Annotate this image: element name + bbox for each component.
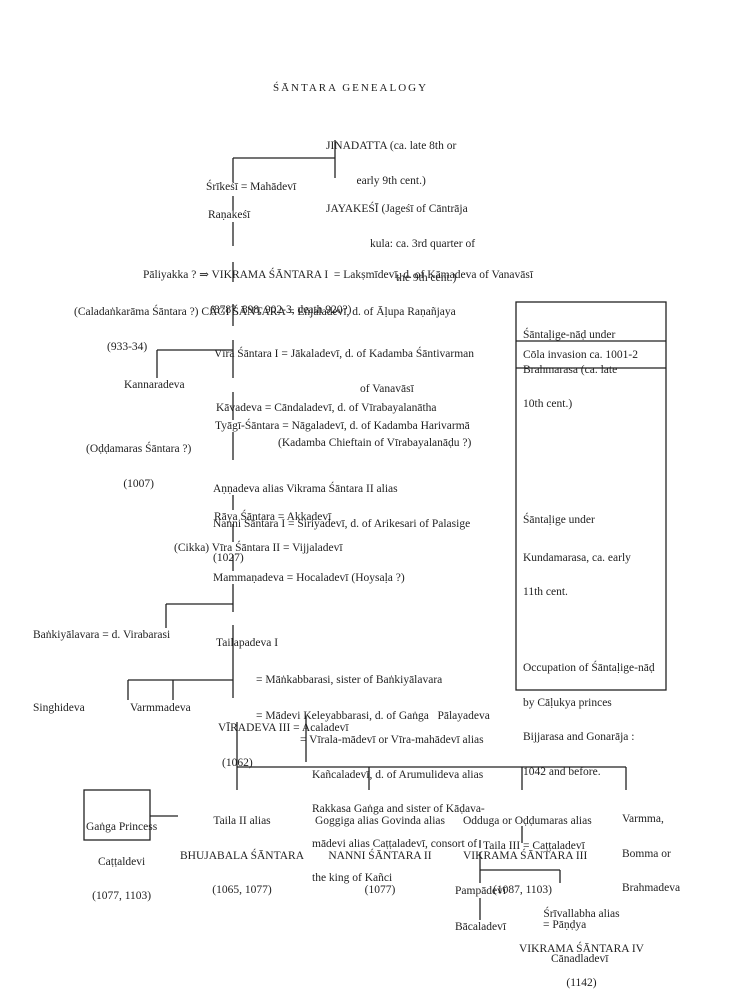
node-viradeva-3-line-6: mādevi alias Caṭṭaladevī, consort of (312, 837, 478, 850)
node-tailapadeva-1: Tailapadeva I = Māṅkabbarasi, sister of … (216, 615, 490, 734)
node-odduga-line-5: Cānadladevī (551, 953, 609, 965)
node-goggiga-line-1: Goggiga alias Govinda alias (315, 815, 445, 827)
node-vira-santara-1-line-2: of Vanavāsī (360, 382, 414, 395)
node-jinadatta-line-1: JINADATTA (ca. late 8th or (326, 140, 457, 152)
side-note-1-line-1: Śāntaḷige-nāḍ under (523, 329, 616, 341)
node-varmmadeva: Varmmadeva (130, 702, 191, 714)
node-annadeva-line-1: Aṇṇadeva alias Vikrama Śāntara II alias (213, 483, 398, 495)
node-srikesi: Śrīkeśī = Mahādevī (206, 181, 297, 193)
node-oddamaras-line-1: (Oḍḍamaras Śāntara ?) (86, 443, 192, 455)
node-cagi-santara-line-2: (933-34) (107, 340, 148, 353)
node-taila-2-line-3: (1065, 1077) (212, 884, 272, 896)
side-note-3-line-2: Kundamarasa, ca. early (523, 551, 631, 564)
side-note-brahmarasa: Śāntaḷige-nāḍ under Brahmarasa (ca. late… (523, 307, 617, 422)
node-viradeva-3-line-7: the king of Kañci (312, 872, 393, 884)
node-kavadeva-line-2: (Kadamba Chieftain of Vīrabayalanāḍu ?) (278, 436, 472, 449)
node-varmma-line-1: Varmma, (622, 813, 664, 825)
node-ganga-princess: Gaṅga Princess Caṭṭaldevi (1077, 1103) (86, 799, 157, 914)
side-note-calukya-occupation: Occupation of Śāntaḷige-nāḍ by Cāḷukya p… (523, 640, 655, 790)
node-jayakesi-line-3: the 9th cent.) (396, 272, 457, 284)
node-tailapadeva-line-3: = Mādevi Keleyabbarasi, d. of Gaṅga Pāla… (256, 710, 490, 722)
node-jinadatta-line-2: early 9th cent.) (356, 174, 426, 187)
side-note-kundamarasa: Śāntaḷige under Kundamarasa, ca. early 1… (523, 492, 631, 610)
side-note-cola-invasion: Cōla invasion ca. 1001-2 (523, 349, 638, 361)
node-bankiyalavara: Baṅkiyālavara = d. Virabarasi (33, 629, 171, 641)
node-srivallabha-line-1: Śrīvallabha alias (543, 908, 620, 920)
node-viradeva-3-wife-2: = Vīrala-mādevī or Vīra-mahādevī alias K… (300, 712, 485, 908)
node-ganga-princess-line-2: Caṭṭaldevi (97, 855, 146, 868)
node-odduga-line-1: Odduga or Oḍḍumaras alias (463, 815, 592, 827)
node-kavadeva: Kāvadeva = Cāndaladevī, d. of Vīrabayala… (216, 380, 471, 461)
side-note-3-line-1: Śāntaḷige under (523, 514, 595, 526)
node-tailapadeva-line-2: = Māṅkabbarasi, sister of Baṅkiyālavara (256, 673, 443, 686)
node-raya-santara: Rāya Śāntara = Akkadevī (214, 511, 332, 523)
node-viradeva-3-line-5: Rakkasa Gaṅga and sister of Kāḍava- (312, 803, 485, 815)
side-note-4-line-4: 1042 and before. (523, 765, 601, 778)
side-note-4-line-2: by Cāḷukya princes (523, 696, 612, 709)
node-varmma-line-3: Brahmadeva (622, 882, 681, 894)
node-vira-santara-1: Vīra Śāntara I = Jākaladevī, d. of Kadam… (214, 326, 474, 407)
node-viradeva-3: VĪRADEVA III = Acaladevī (1062) = Vīrala… (218, 700, 485, 883)
node-singhideva: Singhideva (33, 702, 85, 714)
node-ganga-princess-line-1: Gaṅga Princess (86, 821, 158, 833)
node-kavadeva-line-1: Kāvadeva = Cāndaladevī, d. of Vīrabayala… (216, 402, 437, 414)
node-taila-3: Taila III = Caṭṭaladevī (483, 840, 585, 852)
node-cagi-santara-line-1: (Caladaṅkarāma Śāntara ?) CĀGI ŚĀNTARA =… (74, 306, 456, 318)
node-jayakesi: JAYAKEŚĪ (Jageśī of Cāntrāja kula: ca. 3… (326, 181, 475, 296)
node-annadeva-line-3: (1027) (213, 552, 244, 564)
node-taila-2: Taila II alias BHUJABALA ŚĀNTARA (1065, … (180, 793, 304, 908)
node-goggiga-line-3: (1077) (364, 884, 396, 896)
node-goggiga: Goggiga alias Govinda alias NANNI ŚĀNTAR… (315, 793, 445, 908)
node-viradeva-3-line-3: = Vīrala-mādevī or Vīra-mahādevī alias (300, 734, 484, 746)
node-ganga-princess-line-3: (1077, 1103) (92, 890, 152, 902)
side-note-4-line-1: Occupation of Śāntaḷige-nāḍ (523, 662, 655, 674)
node-annadeva-line-2: Nanni Śāntara I = Siriyadevī, d. of Arik… (213, 517, 471, 530)
node-viradeva-3-line-2: (1062) (222, 756, 253, 769)
node-odduga-line-3: (1087, 1103) (493, 884, 552, 896)
side-note-4-line-3: Bijjarasa and Gonarāja : (523, 731, 635, 743)
node-annadeva: Aṇṇadeva alias Vikrama Śāntara II alias … (213, 461, 470, 576)
node-odduga-line-4: = Pāṇḍya (543, 918, 587, 931)
node-viradeva-3-line-4: Kañcaladevī, d. of Arumulideva alias (312, 768, 484, 781)
node-jayakesi-line-2: kula: ca. 3rd quarter of (370, 237, 476, 250)
node-jayakesi-line-1: JAYAKEŚĪ (Jageśī of Cāntrāja (326, 203, 468, 215)
node-taila-2-line-2: BHUJABALA ŚĀNTARA (180, 849, 304, 862)
node-srivallabha-line-2: VIKRAMA ŚĀNTARA IV (519, 942, 644, 955)
node-bacaladevi: Bācaladevī (455, 921, 507, 933)
node-vira-santara-2: (Cikka) Vīra Śāntara II = Vijjaladevī (174, 542, 343, 554)
node-kannaradeva: Kannaradeva (124, 379, 185, 391)
node-tailapadeva-line-1: Tailapadeva I (216, 637, 279, 649)
node-cagi-santara: (Caladaṅkarāma Śāntara ?) CĀGI ŚĀNTARA =… (74, 284, 456, 365)
side-note-3-line-3: 11th cent. (523, 586, 568, 598)
node-vira-santara-1-line-1: Vīra Śāntara I = Jākaladevī, d. of Kadam… (214, 348, 475, 360)
node-oddamaras-santara: (Oḍḍamaras Śāntara ?) (1007) (86, 421, 191, 502)
page-title: ŚĀNTARA GENEALOGY (273, 82, 429, 94)
node-varmma-line-2: Bomma or (622, 847, 671, 860)
node-taila-2-line-1: Taila II alias (213, 815, 271, 827)
side-note-1-line-2: Brahmarasa (ca. late (523, 363, 618, 376)
node-mammanadeva: Mammaṇadeva = Hocaladevī (Hoysaḷa ?) (213, 572, 405, 584)
side-note-1-line-3: 10th cent.) (523, 398, 573, 410)
node-tyagi-santara: Tyāgī-Śāntara = Nāgaladevī, d. of Kadamb… (215, 420, 470, 432)
node-pampadevi: Pampādevī (455, 885, 507, 897)
node-vikrama-santara-1-line-1: Pāliyakka ? ⇒ VIKRAMA ŚĀNTARA I = Lakṣmī… (143, 269, 534, 281)
node-vikrama-santara-1-line-2: (878?, 898, 902-3, death 920?) (210, 303, 352, 316)
node-oddamaras-line-2: (1007) (123, 477, 155, 490)
node-srivallabha: Śrīvallabha alias VIKRAMA ŚĀNTARA IV (11… (519, 886, 644, 1001)
node-odduga-line-2: VIKRAMA ŚĀNTARA III (463, 849, 588, 862)
node-srivallabha-line-3: (1142) (566, 977, 597, 989)
node-viradeva-3-line-1: VĪRADEVA III = Acaladevī (218, 722, 349, 734)
node-varmma: Varmma, Bomma or Brahmadeva (622, 791, 680, 906)
node-jinadatta: JINADATTA (ca. late 8th or early 9th cen… (326, 118, 456, 199)
node-goggiga-line-2: NANNI ŚĀNTARA II (328, 849, 432, 862)
node-odduga: Odduga or Oḍḍumaras alias VIKRAMA ŚĀNTAR… (463, 793, 608, 977)
node-vikrama-santara-1: Pāliyakka ? ⇒ VIKRAMA ŚĀNTARA I = Lakṣmī… (143, 247, 533, 328)
node-ranakesi: Raṇakeśī (208, 209, 251, 221)
